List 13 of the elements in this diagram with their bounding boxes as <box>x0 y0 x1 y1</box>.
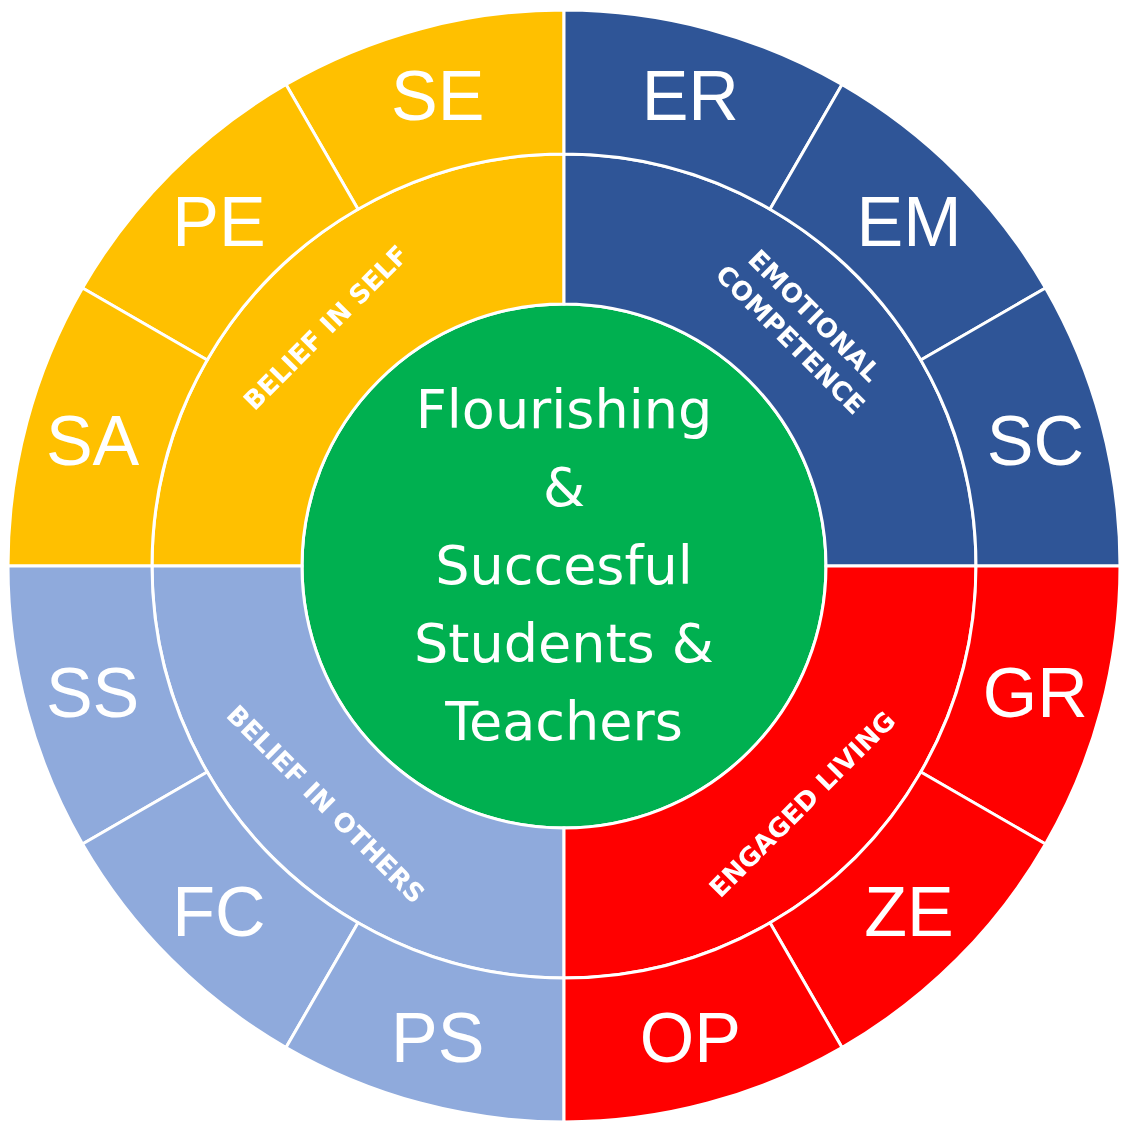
segment-code: GR <box>982 654 1088 733</box>
segment-code: SA <box>45 401 140 480</box>
segment-code: OP <box>639 999 741 1078</box>
segment-code: ZE <box>864 873 954 952</box>
segment-code: ER <box>641 56 739 135</box>
segment-code: PE <box>172 182 266 261</box>
segment-code: SC <box>986 401 1084 480</box>
segment-code: FC <box>172 873 266 952</box>
segment-code: EM <box>856 182 962 261</box>
segment-code: PS <box>391 999 485 1078</box>
center-title: Flourishing & Succesful Students & Teachers <box>414 378 714 753</box>
segment-code: SS <box>45 654 140 733</box>
segment-code: SE <box>391 56 485 135</box>
